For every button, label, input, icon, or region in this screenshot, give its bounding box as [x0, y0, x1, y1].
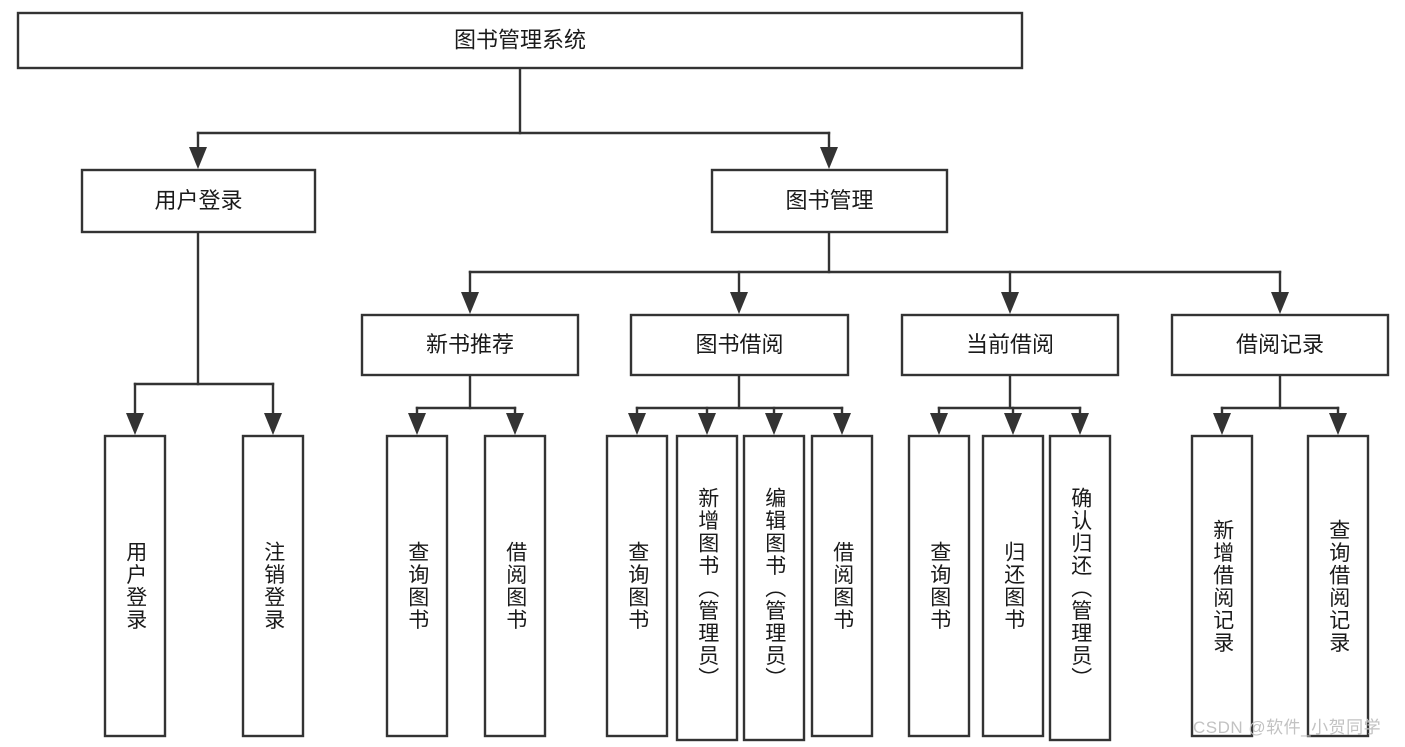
leaf-node-3-box: [483, 434, 547, 738]
connector-layer: [126, 66, 1347, 435]
arrow-head-icon: [730, 292, 748, 314]
leaf-node-2-box: [385, 434, 449, 738]
level2-node-1-label: 图书管理: [785, 188, 873, 213]
arrow-head-icon: [408, 413, 426, 435]
arrow-head-icon: [1001, 292, 1019, 314]
leaf-node-10-box: [1048, 434, 1112, 742]
arrow-head-icon: [1004, 413, 1022, 435]
level3-node-1-box: [629, 313, 850, 377]
arrow-head-icon: [506, 413, 524, 435]
level3-node-1-label: 图书借阅: [695, 332, 783, 357]
level3-node-0-box: [360, 313, 580, 377]
level2-node-0-label: 用户登录: [154, 188, 242, 213]
leaf-node-1-box: [241, 434, 305, 738]
arrow-head-icon: [1213, 413, 1231, 435]
arrow-head-icon: [264, 413, 282, 435]
box-layer: [16, 11, 1390, 742]
arrow-head-icon: [1271, 292, 1289, 314]
leaf-node-9-box: [981, 434, 1045, 738]
arrow-head-icon: [461, 292, 479, 314]
level3-node-3-label: 借阅记录: [1236, 332, 1324, 357]
root-node-box: [16, 11, 1024, 70]
level3-node-3-box: [1170, 313, 1390, 377]
leaf-node-7-box: [810, 434, 874, 738]
leaf-node-12-box: [1306, 434, 1370, 738]
arrow-head-icon: [189, 147, 207, 169]
level2-node-0-box: [80, 168, 317, 234]
arrow-head-icon: [628, 413, 646, 435]
arrow-head-icon: [930, 413, 948, 435]
arrow-head-icon: [820, 147, 838, 169]
leaf-node-6-box: [742, 434, 806, 742]
arrow-head-icon: [765, 413, 783, 435]
leaf-node-11-box: [1190, 434, 1254, 738]
level3-node-2-box: [900, 313, 1120, 377]
root-node-label: 图书管理系统: [454, 27, 586, 52]
arrow-head-icon: [1329, 413, 1347, 435]
leaf-node-0-box: [103, 434, 167, 738]
leaf-node-4-box: [605, 434, 669, 738]
arrow-head-icon: [126, 413, 144, 435]
level2-node-1-box: [710, 168, 949, 234]
csdn-watermark: CSDN @软件_小贺同学: [1193, 718, 1382, 737]
level3-node-2-label: 当前借阅: [966, 332, 1054, 357]
leaf-node-5-box: [675, 434, 739, 742]
level3-node-0-label: 新书推荐: [426, 332, 514, 357]
arrow-head-icon: [833, 413, 851, 435]
arrow-head-icon: [698, 413, 716, 435]
leaf-node-8-box: [907, 434, 971, 738]
arrow-head-icon: [1071, 413, 1089, 435]
